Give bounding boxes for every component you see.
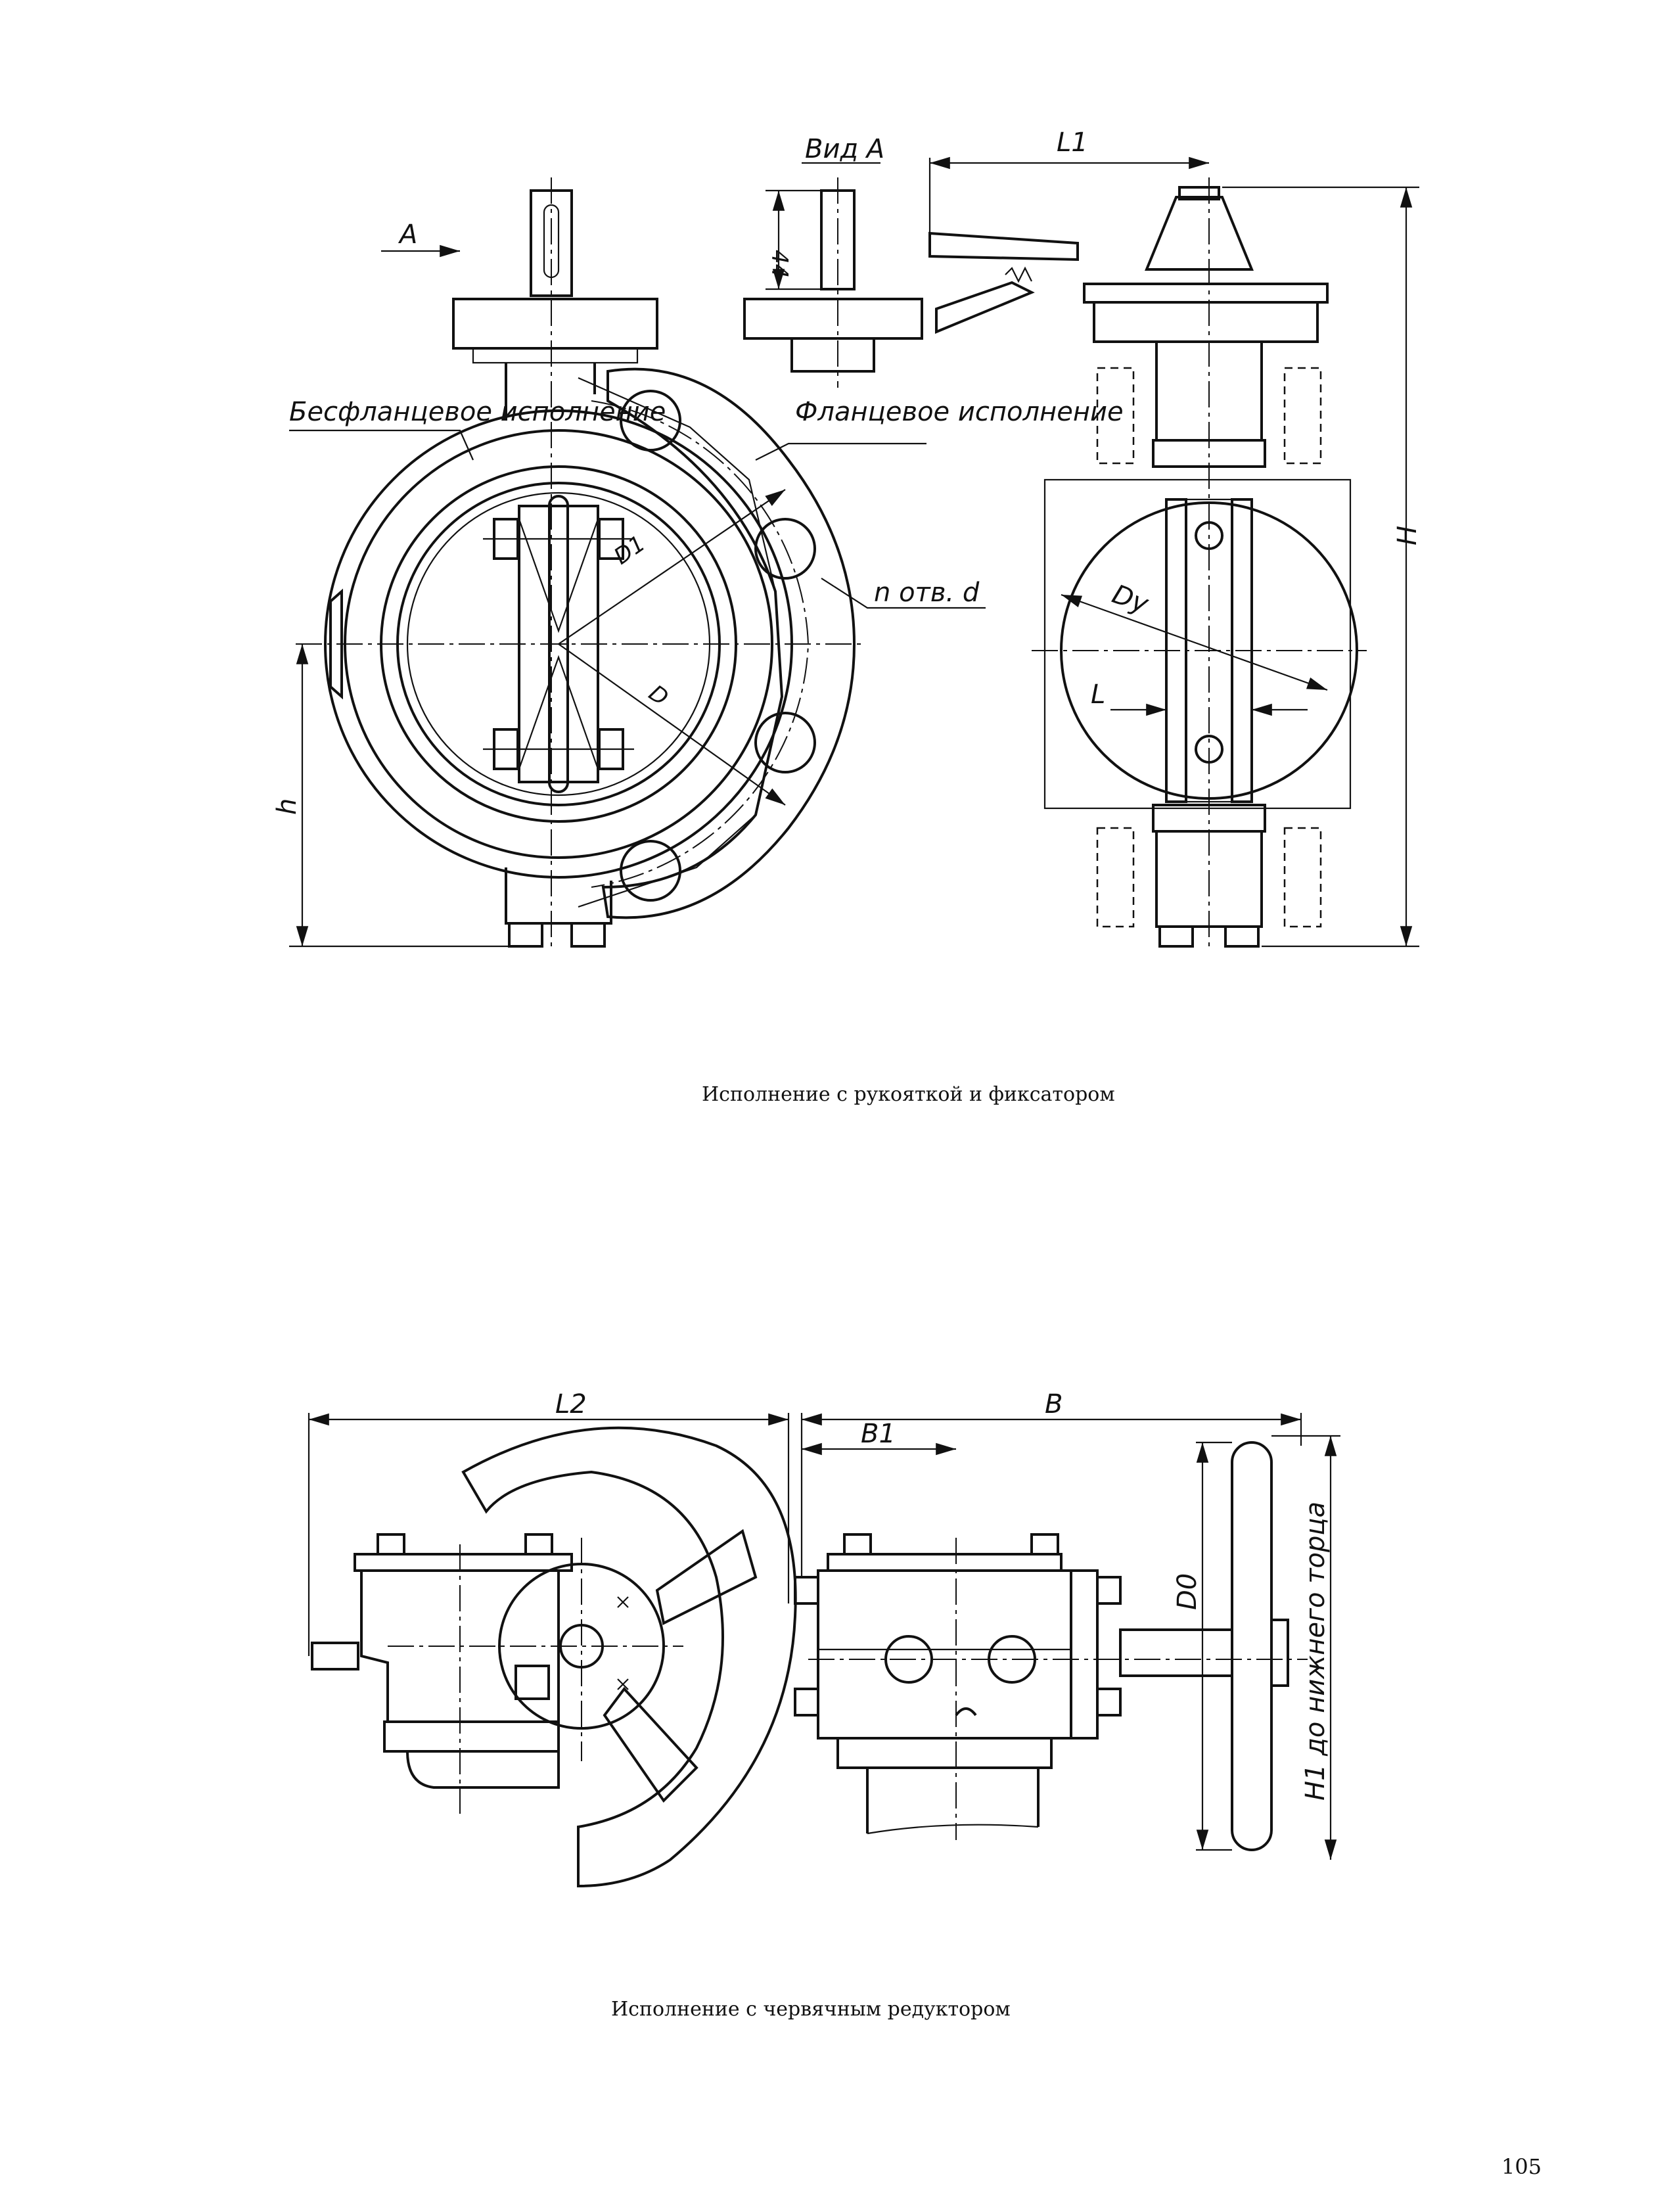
figure2-caption: Исполнение с червячным редуктором bbox=[611, 1998, 1011, 2021]
dim-44-label: 44 bbox=[766, 250, 792, 278]
dim-D0-label: D0 bbox=[1172, 1573, 1202, 1610]
valve-side-view bbox=[928, 156, 1419, 950]
gearbox-side-view bbox=[794, 1413, 1340, 1860]
dim-D-label: D bbox=[644, 680, 673, 712]
flangeless-label: Бесфланцевое исполнение bbox=[289, 397, 666, 427]
dim-D1-label: D1 bbox=[609, 530, 650, 570]
gearbox-front-view bbox=[308, 1413, 797, 1888]
flanged-label: Фланцевое исполнение bbox=[795, 397, 1124, 427]
view-a-title: Вид А bbox=[805, 134, 884, 164]
view-arrow-label: A bbox=[398, 219, 417, 250]
dim-l1-label: L1 bbox=[1057, 127, 1088, 158]
dim-H1-label: H1 до нижнего торца bbox=[1300, 1502, 1331, 1801]
dim-B-label: B bbox=[1045, 1389, 1063, 1419]
dim-h-label: h bbox=[272, 798, 302, 815]
view-a-detail bbox=[743, 162, 923, 388]
valve-front-view bbox=[289, 177, 986, 948]
dim-H-label: H bbox=[1392, 526, 1423, 545]
holes-label: n отв. d bbox=[874, 578, 980, 608]
dim-B1-label: B1 bbox=[861, 1419, 896, 1449]
dim-L2-label: L2 bbox=[555, 1389, 587, 1419]
page-number: 105 bbox=[1501, 2154, 1542, 2179]
dim-L-label: L bbox=[1091, 680, 1105, 710]
figure1-caption: Исполнение с рукояткой и фиксатором bbox=[702, 1083, 1115, 1106]
